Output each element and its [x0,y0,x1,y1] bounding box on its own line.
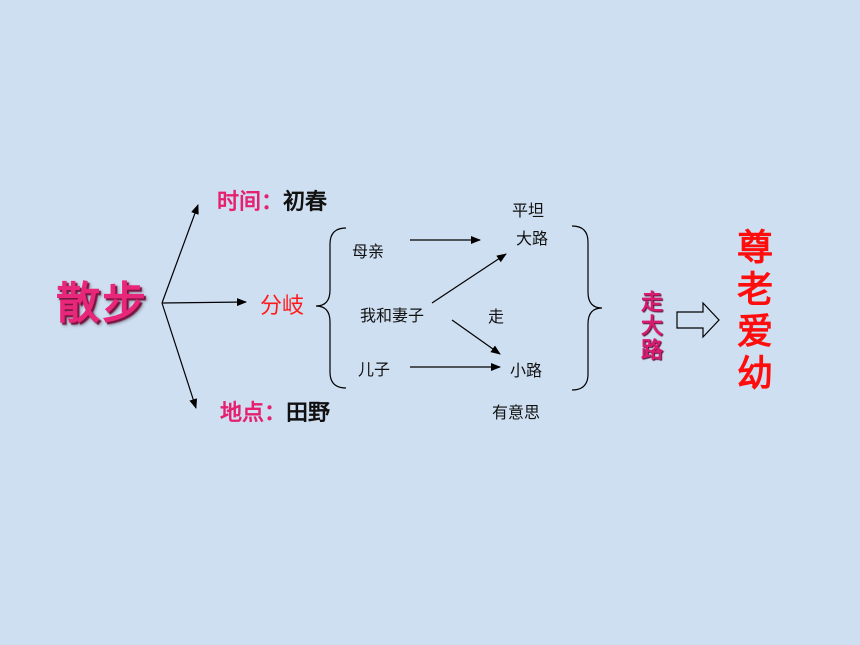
path-small: 小路 [510,361,543,380]
arrow-to-time [161,204,199,304]
place-row: 地点：田野 [220,402,330,424]
arrow-to-place [161,302,198,409]
place-value: 田野 [286,400,331,426]
arrow-couple-smallroad [451,319,501,355]
arrow-to-branch [161,298,247,307]
root-title: 散步 [56,278,148,329]
path-flat-line2: 大路 [516,229,549,248]
path-walk: 走 [488,307,505,326]
hollow-arrow [676,301,720,339]
right-brace [571,225,603,391]
time-key: 时间： [217,189,284,215]
theme-label: 尊老爱幼 [731,228,773,396]
person-couple: 我和妻子 [360,306,425,325]
place-key: 地点： [220,400,287,426]
left-brace [315,227,347,389]
path-flat-line1: 平坦 [512,201,545,220]
person-son: 儿子 [358,360,391,379]
result-label: 走大路 [637,290,663,362]
person-mother: 母亲 [352,242,385,261]
time-value: 初春 [283,189,328,215]
arrow-couple-bigroad [431,253,507,304]
path-interesting: 有意思 [492,403,541,422]
branch-label: 分岐 [260,294,305,319]
time-row: 时间：初春 [217,191,327,213]
